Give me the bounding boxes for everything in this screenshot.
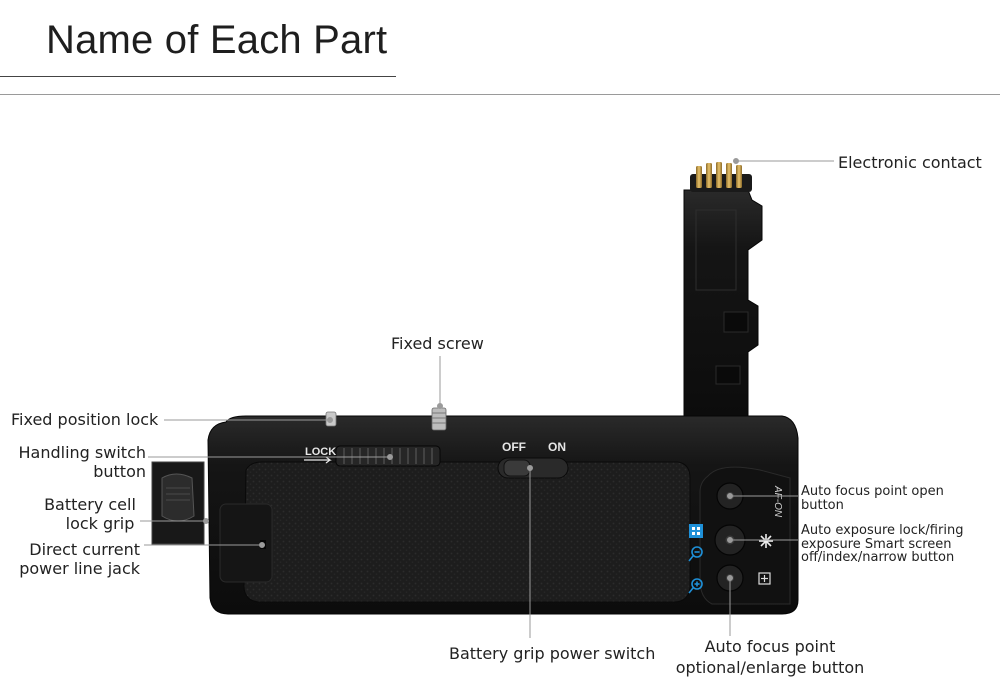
button-panel: AF-ON [688, 466, 791, 605]
header-divider [0, 94, 1000, 95]
label-electronic-contact: Electronic contact [838, 153, 982, 172]
star-icon [759, 534, 773, 548]
label-af-open-line1: Auto focus point open [801, 484, 944, 499]
label-handling-switch-line2: button [93, 462, 146, 481]
battery-lock-inset [151, 461, 205, 545]
afon-text: AF-ON [772, 485, 783, 518]
leader-lines [140, 158, 834, 638]
label-power-switch: Battery grip power switch [449, 644, 656, 663]
battery-tower [683, 189, 763, 421]
on-text: ON [548, 440, 566, 454]
page-title: Name of Each Part [46, 18, 388, 62]
power-switch-knob [503, 459, 531, 477]
off-text: OFF [502, 440, 526, 454]
af-frame-icon [758, 572, 771, 585]
label-battery-cell-line2: lock grip [65, 514, 135, 533]
lock-arrow-icon [304, 456, 332, 464]
label-ae-lock-line3: off/index/narrow button [801, 550, 955, 565]
electronic-contact-pins [690, 162, 752, 192]
af-point-icon [689, 524, 703, 538]
label-fixed-screw: Fixed screw [391, 334, 484, 353]
label-dc-jack-line1: Direct current [29, 540, 140, 559]
label-fixed-position-lock: Fixed position lock [11, 410, 159, 429]
fixed-screw [431, 407, 447, 431]
label-ae-lock-line1: Auto exposure lock/firing [801, 523, 964, 538]
label-battery-cell-line1: Battery cell [44, 495, 136, 514]
label-af-optional-line1: Auto focus point [704, 637, 836, 656]
magnify-plus-icon [688, 578, 703, 594]
magnify-minus-icon [688, 546, 703, 562]
lock-text: LOCK [305, 446, 336, 458]
label-handling-switch-line1: Handling switch [18, 443, 146, 462]
label-af-open-line2: button [801, 498, 844, 513]
label-af-optional-line2: optional/enlarge button [675, 658, 865, 677]
label-dc-jack-line2: power line jack [19, 559, 140, 578]
label-ae-lock-line2: exposure Smart screen [801, 537, 952, 552]
title-underline [0, 76, 396, 78]
